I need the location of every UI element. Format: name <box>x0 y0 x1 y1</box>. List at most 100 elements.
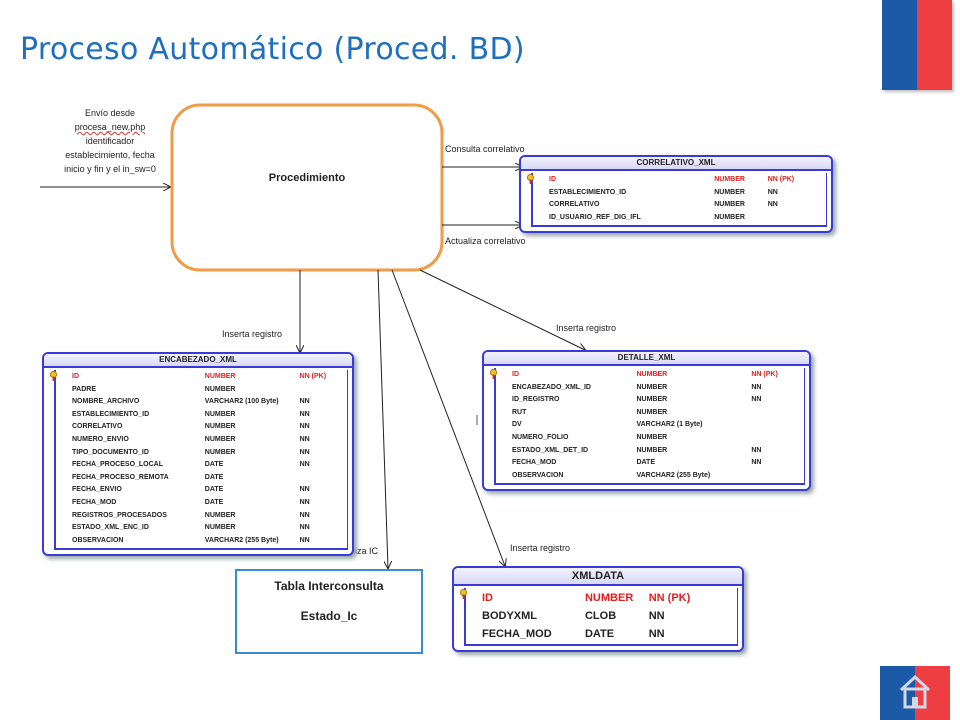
table-cell: ENCABEZADO_XML_ID <box>512 383 591 391</box>
edge-inserta-xml <box>391 269 505 566</box>
table-cell: NOMBRE_ARCHIVO <box>72 398 140 406</box>
chile-flag-decoration <box>882 0 952 90</box>
table-cell: DATE <box>204 486 224 494</box>
table-cell: FECHA_PROCESO_REMOTA <box>72 473 169 481</box>
edge-actualiza-ic <box>377 269 388 568</box>
home-button[interactable] <box>880 666 950 720</box>
table-header: CORRELATIVO_XML <box>521 157 831 171</box>
table-cell: FECHA_PROCESO_LOCAL <box>72 461 164 469</box>
table-cell: FECHA_MOD <box>482 628 552 640</box>
table-cell: ESTABLECIMIENTO_ID <box>72 410 150 418</box>
input-note: Envío desde procesa_new.php identificado… <box>64 108 156 174</box>
table-row: CORRELATIVO NUMBER NN <box>56 421 347 434</box>
table-cell: FECHA_MOD <box>72 498 117 506</box>
table-cell: DATE <box>204 498 224 506</box>
table-cell: ID <box>482 592 493 604</box>
table-cell: VARCHAR2 (255 Byte) <box>204 536 279 544</box>
table-cell: NUMBER <box>636 446 668 454</box>
table-row: NUMERO_FOLIO NUMBER <box>496 432 804 445</box>
table-cell: DATE <box>584 628 615 640</box>
table-cell: NUMERO_ENVIO <box>72 435 129 443</box>
table-cell <box>751 470 804 483</box>
table-cell <box>751 432 804 445</box>
table-cell: CORRELATIVO <box>72 423 123 431</box>
table-cell: NUMBER <box>204 511 236 519</box>
table-cell <box>768 212 826 225</box>
table-cell: NUMERO_FOLIO <box>512 433 569 441</box>
table-header: XMLDATA <box>454 568 742 586</box>
table-cell <box>300 384 347 397</box>
table-cell: NN <box>751 459 762 467</box>
table-cell: NN <box>767 188 778 196</box>
table-cell: NUMBER <box>636 396 668 404</box>
table-row: NOMBRE_ARCHIVO VARCHAR2 (100 Byte) NN <box>56 396 347 409</box>
table-cell: NUMBER <box>714 188 745 196</box>
table-cell <box>300 472 347 485</box>
table-cell: NUMBER <box>636 433 668 441</box>
procedure-box <box>170 103 444 272</box>
label-inserta-det: Inserta registro <box>556 323 617 333</box>
table-cell: VARCHAR2 (100 Byte) <box>204 398 279 406</box>
table-cell: NN <box>299 536 310 544</box>
edge-inserta-det <box>419 269 585 350</box>
label-actualiza-ic: Actualiza IC <box>330 546 379 556</box>
table-cell: DATE <box>204 473 224 481</box>
table-cell: ESTADO_XML_ENC_ID <box>72 524 149 532</box>
table-cell: NUMBER <box>714 176 745 183</box>
label-consulta: Consulta correlativo <box>445 144 525 154</box>
table-cell: CORRELATIVO <box>549 201 600 209</box>
table-cell: FECHA_MOD <box>512 459 557 467</box>
table-cell: ID <box>549 176 556 183</box>
procedure-label: Procedimiento <box>268 172 346 184</box>
table-cell: RUT <box>512 408 527 416</box>
table-cell: TIPO_DOCUMENTO_ID <box>72 448 149 456</box>
table-cell: NN (PK) <box>299 373 327 380</box>
table-cell: NUMBER <box>714 201 745 209</box>
table-cell: NN <box>648 610 665 622</box>
table-header: ENCABEZADO_XML <box>44 354 352 368</box>
table-cell: NN <box>299 461 310 469</box>
table-cell: ID <box>512 371 519 378</box>
table-cell: BODYXML <box>482 610 537 622</box>
label-inserta-enc: Inserta registro <box>222 329 283 339</box>
table-cell: NUMBER <box>204 423 236 431</box>
table-header: DETALLE_XML <box>484 352 809 366</box>
table-cell: NN <box>299 423 310 431</box>
table-cell: ID_USUARIO_REF_DIG_IFL <box>549 213 641 221</box>
table-cell: DV <box>512 421 522 429</box>
table-cell: NUMBER <box>636 371 668 378</box>
interconsulta-title: Tabla Interconsulta <box>274 579 384 593</box>
table-cell: OBSERVACION <box>512 471 564 479</box>
table-row: ESTADO_XML_ENC_ID NUMBER NN <box>56 522 347 535</box>
table-cell: OBSERVACION <box>72 536 124 544</box>
table-cell: DATE <box>636 459 655 467</box>
table-row: FECHA_PROCESO_REMOTA DATE <box>56 472 347 485</box>
table-cell: NUMBER <box>204 524 236 532</box>
table-cell: ID <box>72 373 79 380</box>
table-cell: NN <box>299 524 310 532</box>
table-cell: VARCHAR2 (1 Byte) <box>636 421 703 429</box>
table-row: OBSERVACION VARCHAR2 (255 Byte) NN <box>56 535 347 548</box>
table-cell: ESTADO_XML_DET_ID <box>512 446 589 454</box>
table-cell: FECHA_ENVIO <box>72 486 122 494</box>
table-cell: NN <box>299 398 310 406</box>
